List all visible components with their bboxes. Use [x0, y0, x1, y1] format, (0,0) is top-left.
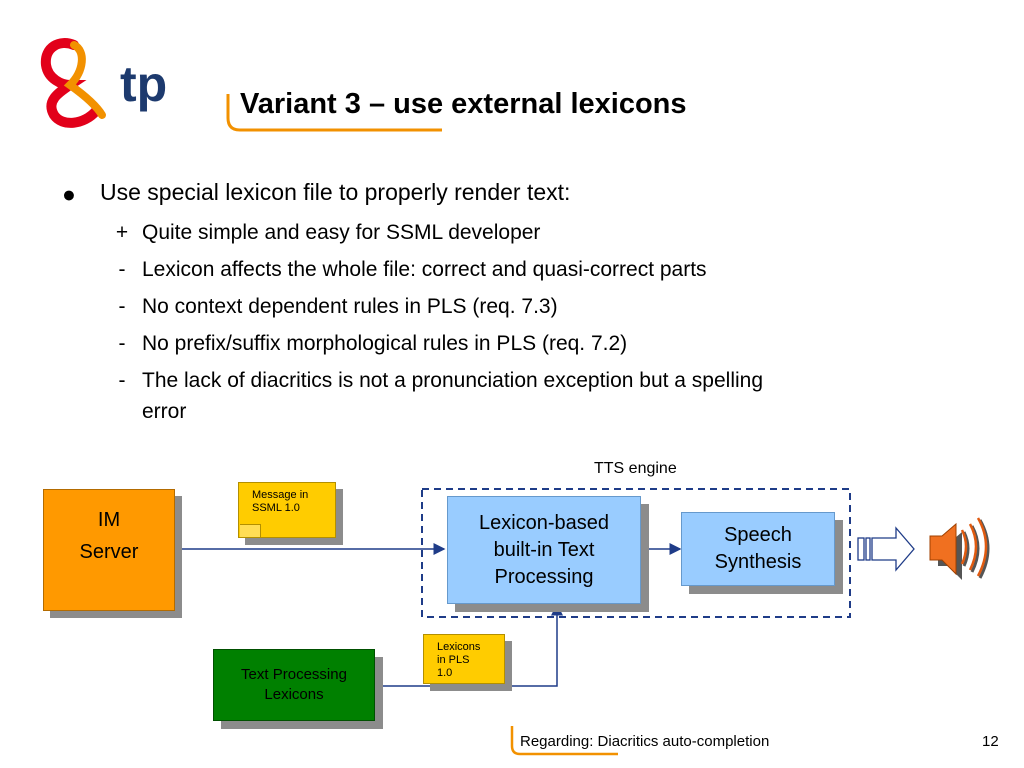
- lexicon-processing-box: Lexicon-based built-in Text Processing: [447, 496, 641, 604]
- text-proc-line1: Text Processing: [241, 666, 347, 683]
- message-note-fold: [240, 524, 261, 537]
- bullet-text: Use special lexicon file to properly ren…: [100, 179, 571, 205]
- list-marker: -: [118, 332, 126, 355]
- message-note-line1: Message in: [252, 489, 309, 501]
- title-area: Variant 3 – use external lexicons: [222, 88, 922, 134]
- bullet-marker: ●: [62, 181, 76, 207]
- list-marker: +: [115, 221, 129, 244]
- lexicons-note-line2: in PLS: [437, 654, 470, 666]
- list-text: No context dependent rules in PLS (req. …: [142, 295, 558, 318]
- speech-synthesis-box: Speech Synthesis: [681, 512, 835, 586]
- slide-title: Variant 3 – use external lexicons: [240, 88, 687, 120]
- list-marker: -: [118, 295, 126, 318]
- title-underline: [226, 94, 442, 132]
- im-server-label-line1: IM: [97, 509, 121, 531]
- text-processing-lexicons-box: Text Processing Lexicons: [213, 649, 375, 721]
- list-text: Quite simple and easy for SSML developer: [142, 221, 541, 244]
- list-text: No prefix/suffix morphological rules in …: [142, 332, 628, 355]
- im-server-label-line2: Server: [79, 541, 139, 563]
- list-marker: -: [118, 258, 126, 281]
- lexicon-box-line3: Processing: [494, 565, 594, 588]
- list-text: Lexicon affects the whole file: correct …: [142, 258, 707, 281]
- speech-box-line1: Speech: [724, 524, 792, 546]
- speaker-icon: [929, 517, 990, 580]
- message-note-line2: SSML 1.0: [252, 502, 300, 514]
- im-server-box: IM Server: [43, 489, 175, 611]
- footer-text: Regarding: Diacritics auto-completion: [520, 733, 770, 750]
- lexicons-note-line3: 1.0: [437, 667, 453, 679]
- tts-engine-label: TTS engine: [594, 460, 677, 477]
- text-proc-line2: Lexicons: [264, 686, 324, 703]
- lexicon-box-line2: built-in Text: [493, 538, 595, 561]
- page-number: 12: [982, 733, 999, 750]
- tts-engine-frame: [421, 488, 851, 618]
- speech-box-line2: Synthesis: [714, 551, 802, 573]
- lexicons-note: Lexicons in PLS 1.0: [423, 634, 505, 684]
- footer-accent-line: [510, 726, 618, 756]
- lexicons-note-line1: Lexicons: [437, 641, 481, 653]
- list-marker: -: [118, 369, 126, 392]
- company-logo: tp: [40, 35, 190, 130]
- lexicon-box-line1: Lexicon-based: [478, 511, 610, 534]
- svg-text:tp: tp: [120, 56, 167, 112]
- list-text: The lack of diacritics is not a pronunci…: [142, 369, 764, 392]
- list-text: error: [142, 400, 187, 423]
- hollow-arrow-icon: [857, 526, 915, 572]
